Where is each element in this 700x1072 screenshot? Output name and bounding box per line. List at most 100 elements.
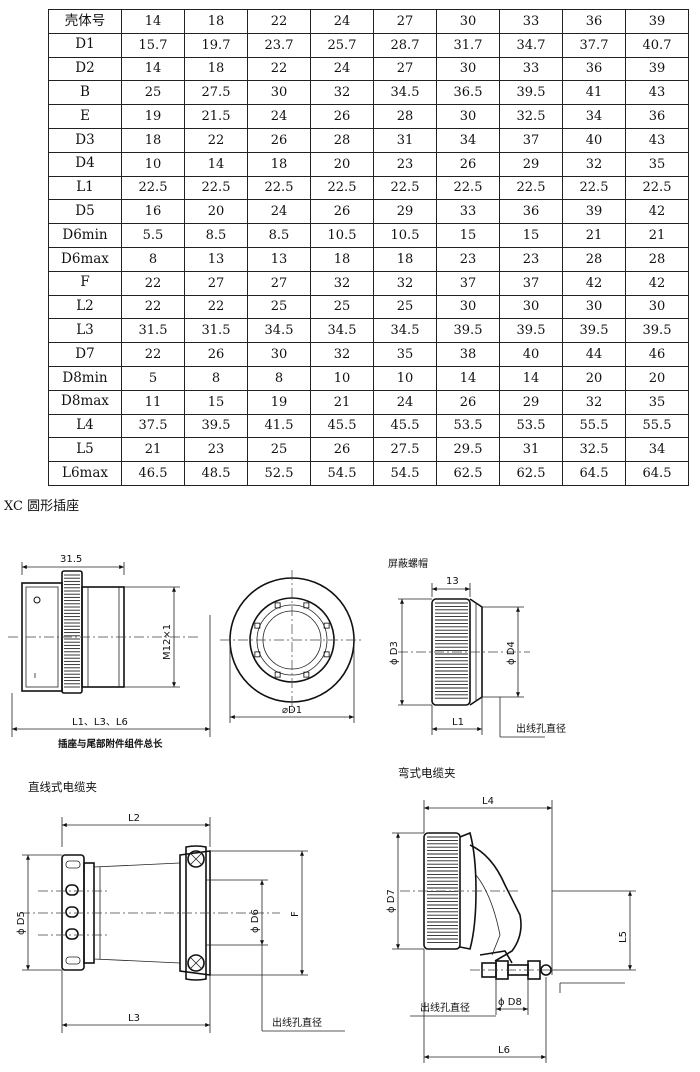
table-cell: 45.5 bbox=[373, 413, 437, 439]
table-cell: 53.5 bbox=[436, 413, 500, 439]
table-cell: 10 bbox=[373, 365, 437, 391]
table-cell: 31 bbox=[499, 437, 563, 463]
key-notch bbox=[254, 622, 261, 629]
row-label: D8min bbox=[48, 365, 122, 391]
table-cell: 34.5 bbox=[373, 80, 437, 106]
table-cell: 24 bbox=[310, 9, 374, 34]
dim-length: L1、L3、L6 bbox=[72, 717, 128, 728]
row-label: 壳体号 bbox=[48, 9, 122, 34]
dim-d5: ϕ D5 bbox=[16, 911, 27, 935]
table-cell: 42 bbox=[562, 270, 626, 296]
table-cell: 23 bbox=[373, 151, 437, 177]
key-notch bbox=[274, 602, 281, 609]
table-cell: 30 bbox=[436, 56, 500, 82]
table-cell: 26 bbox=[247, 127, 311, 153]
dim-l5: L5 bbox=[618, 931, 629, 943]
key-notch bbox=[254, 651, 261, 658]
table-cell: 39.5 bbox=[499, 80, 563, 106]
socket-caption: 插座与尾部附件组件总长 bbox=[58, 738, 163, 750]
dim-d4: ϕ D4 bbox=[506, 641, 517, 665]
table-cell: 39.5 bbox=[562, 318, 626, 344]
table-cell: 11 bbox=[121, 389, 185, 415]
table-cell: 31.5 bbox=[184, 318, 248, 344]
table-cell: 22 bbox=[247, 56, 311, 82]
table-cell: 46 bbox=[625, 342, 689, 367]
table-cell: 27.5 bbox=[184, 80, 248, 106]
table-cell: 64.5 bbox=[625, 461, 689, 486]
table-cell: 22.5 bbox=[562, 175, 626, 201]
table-cell: 34.5 bbox=[310, 318, 374, 344]
table-cell: 18 bbox=[247, 151, 311, 177]
table-cell: 29.5 bbox=[436, 437, 500, 463]
table-cell: 15.7 bbox=[121, 32, 185, 58]
table-cell: 10 bbox=[310, 365, 374, 391]
table-cell: 19.7 bbox=[184, 32, 248, 58]
row-label: D8max bbox=[48, 389, 122, 415]
table-cell: 34.7 bbox=[499, 32, 563, 58]
table-cell: 30 bbox=[499, 294, 563, 320]
table-cell: 10.5 bbox=[373, 223, 437, 248]
table-cell: 39.5 bbox=[625, 318, 689, 344]
table-cell: 27 bbox=[373, 9, 437, 34]
table-cell: 34 bbox=[436, 127, 500, 153]
dim-d7: ϕ D7 bbox=[386, 889, 397, 913]
table-cell: 22.5 bbox=[310, 175, 374, 201]
table-cell: 20 bbox=[310, 151, 374, 177]
row-label: D1 bbox=[48, 32, 122, 58]
table-cell: 21 bbox=[310, 389, 374, 415]
table-cell: 34 bbox=[562, 104, 626, 129]
table-cell: 26 bbox=[310, 199, 374, 225]
table-cell: 24 bbox=[310, 56, 374, 82]
table-cell: 22 bbox=[247, 9, 311, 34]
table-cell: 32 bbox=[373, 270, 437, 296]
table-cell: 27.5 bbox=[373, 437, 437, 463]
section-title: XC 圆形插座 bbox=[4, 499, 80, 514]
table-cell: 15 bbox=[184, 389, 248, 415]
table-cell: 39 bbox=[625, 9, 689, 34]
table-cell: 25.7 bbox=[310, 32, 374, 58]
dim-d8: ϕ D8 bbox=[498, 997, 522, 1008]
table-cell: 37 bbox=[499, 127, 563, 153]
table-cell: 39.5 bbox=[436, 318, 500, 344]
dim-d6: ϕ D6 bbox=[250, 909, 261, 933]
socket-side-view: 31.5 M12×1 L1、L3、L6 插座与尾部附件组件总长 bbox=[8, 554, 211, 750]
table-cell: 21 bbox=[562, 223, 626, 248]
table-cell: 22 bbox=[121, 270, 185, 296]
table-cell: 21 bbox=[625, 223, 689, 248]
table-cell: 28 bbox=[562, 246, 626, 272]
table-cell: 37.5 bbox=[121, 413, 185, 439]
table-cell: 8 bbox=[121, 246, 185, 272]
row-label: L2 bbox=[48, 294, 122, 320]
table-cell: 37.7 bbox=[562, 32, 626, 58]
table-cell: 26 bbox=[184, 342, 248, 367]
table-cell: 41 bbox=[562, 80, 626, 106]
table-cell: 42 bbox=[625, 270, 689, 296]
table-cell: 42 bbox=[625, 199, 689, 225]
dim-l1: L1 bbox=[452, 717, 464, 728]
row-label: D7 bbox=[48, 342, 122, 367]
table-cell: 26 bbox=[310, 437, 374, 463]
table-cell: 13 bbox=[184, 246, 248, 272]
table-cell: 14 bbox=[121, 56, 185, 82]
table-cell: 14 bbox=[121, 9, 185, 34]
row-label: D6min bbox=[48, 223, 122, 248]
angled-clamp-view: 弯式电缆夹 L4 ϕ D7 L5 bbox=[386, 766, 636, 1063]
dim-l3: L3 bbox=[128, 1013, 140, 1024]
table-cell: 37 bbox=[499, 270, 563, 296]
table-cell: 20 bbox=[625, 365, 689, 391]
table-cell: 20 bbox=[184, 199, 248, 225]
table-cell: 43 bbox=[625, 127, 689, 153]
row-label: D5 bbox=[48, 199, 122, 225]
straight-clamp-outlet: 出线孔直径 bbox=[272, 1016, 322, 1029]
table-cell: 19 bbox=[247, 389, 311, 415]
table-cell: 15 bbox=[436, 223, 500, 248]
dim-thread: M12×1 bbox=[162, 624, 173, 660]
